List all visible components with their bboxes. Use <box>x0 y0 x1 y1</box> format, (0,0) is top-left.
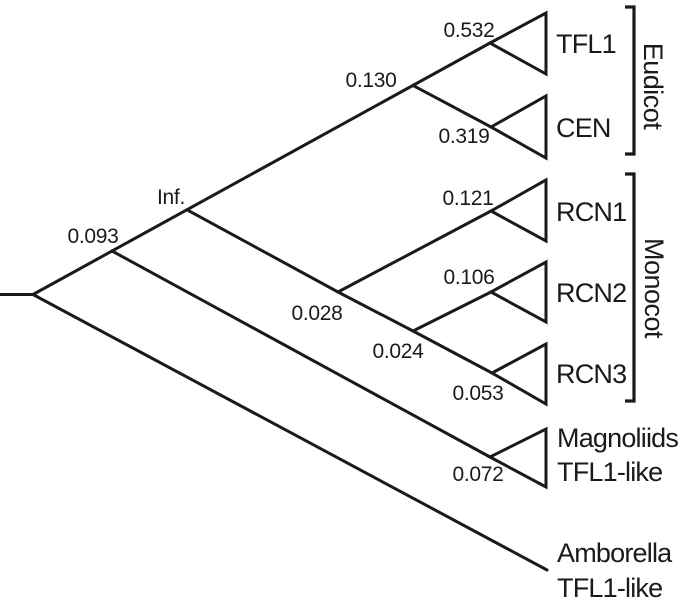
branch-cen <box>411 83 493 129</box>
leaf-label-rcn1: RCN1 <box>556 197 626 227</box>
support-label-inf: Inf. <box>157 186 185 209</box>
leaf-label-magnoliids-line1: Magnoliids <box>557 423 678 453</box>
clade-triangle-cen <box>487 93 548 161</box>
support-label-rcn23-split: 0.024 <box>372 340 424 363</box>
support-value-labels: 0.532 0.130 0.319 Inf. 0.093 0.121 0.106… <box>67 19 503 486</box>
group-label-eudicot: Eudicot <box>638 43 668 131</box>
leaf-label-amborella-line1: Amborella <box>557 538 673 568</box>
support-label-rcn2: 0.106 <box>443 266 494 289</box>
clade-triangle-rcn3 <box>488 341 548 407</box>
group-label-monocot: Monocot <box>639 238 669 339</box>
group-labels: Eudicot Monocot <box>638 43 669 339</box>
branch-rcn2 <box>411 290 493 333</box>
branch-magnoliids <box>110 249 492 459</box>
support-label-basal: 0.093 <box>67 225 118 248</box>
leaf-label-cen: CEN <box>556 113 611 143</box>
branch-rcn1 <box>336 209 493 294</box>
leaf-label-tfl1: TFL1 <box>556 29 616 59</box>
leaf-labels: TFL1 CEN RCN1 RCN2 RCN3 Magnoliids TFL1-… <box>556 29 679 600</box>
support-label-cen: 0.319 <box>438 125 489 148</box>
support-label-rcn3: 0.053 <box>452 382 503 405</box>
support-label-eudicot-split: 0.130 <box>345 69 396 92</box>
leaf-label-rcn3: RCN3 <box>556 359 626 389</box>
leaf-label-rcn2: RCN2 <box>556 278 626 308</box>
branch-inf-to-monocot <box>185 208 340 294</box>
monocot-bracket <box>625 172 636 403</box>
leaf-label-amborella-line2: TFL1-like <box>557 573 662 600</box>
support-label-rcn1: 0.121 <box>442 187 493 210</box>
tree-branches <box>0 41 549 572</box>
clade-triangle-rcn2 <box>487 259 548 325</box>
branch-rcn3 <box>411 329 494 375</box>
branch-amborella <box>31 293 549 572</box>
support-label-tfl1: 0.532 <box>443 19 494 42</box>
clade-triangles <box>486 10 548 490</box>
branch-root-to-tfl1-spine <box>0 41 492 296</box>
group-brackets <box>625 5 636 403</box>
clade-triangle-magnoliids <box>486 426 548 490</box>
support-label-magnoliids: 0.072 <box>452 463 503 486</box>
clade-triangle-tfl1 <box>486 10 548 77</box>
support-label-monocot-split: 0.028 <box>291 302 342 325</box>
eudicot-bracket <box>625 5 636 156</box>
branch-monocot-inner <box>336 290 415 333</box>
leaf-label-magnoliids-line2: TFL1-like <box>557 457 662 487</box>
clade-triangle-rcn1 <box>487 177 548 244</box>
